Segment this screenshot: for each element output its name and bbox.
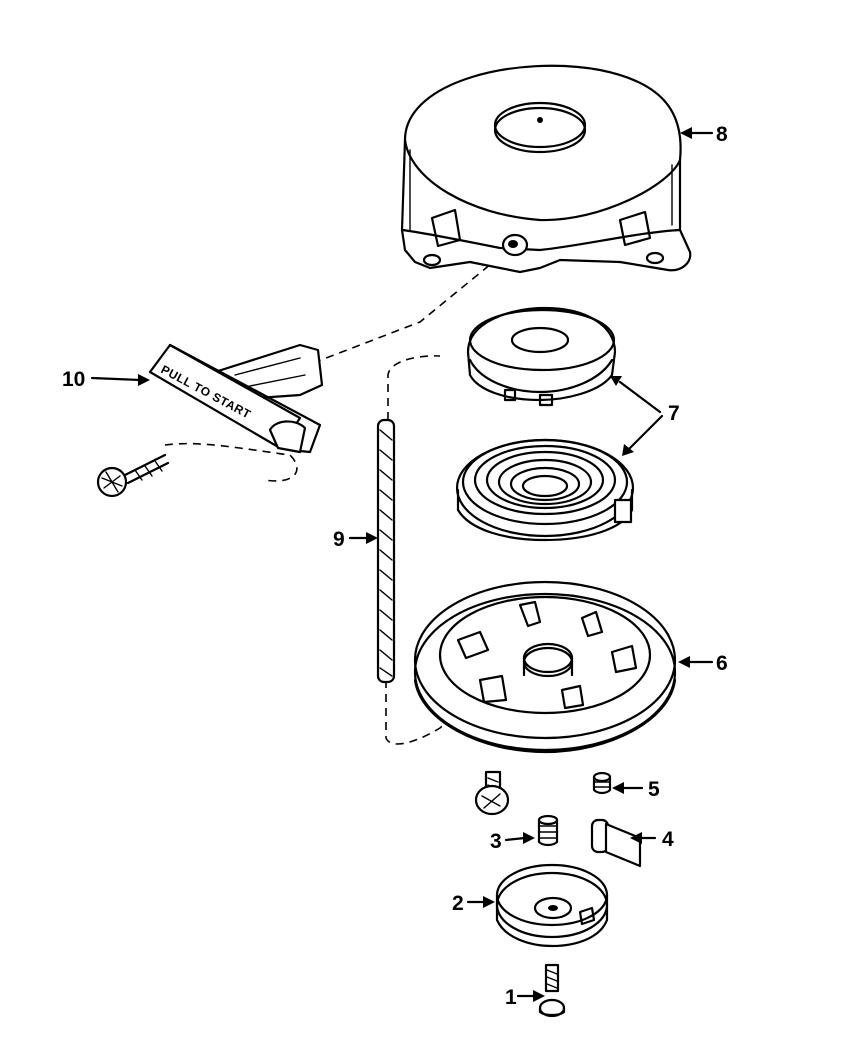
spring-retainer-part [466, 306, 617, 407]
starter-handle-part: PULL TO START [148, 343, 324, 454]
rope-route-rope-bottom [385, 680, 456, 745]
handle-rope-knot [96, 453, 170, 498]
rope-route-rope-top [387, 355, 441, 420]
callout-6: 6 [716, 652, 728, 675]
rope-route-handle-to-housing [299, 249, 509, 369]
starter-housing-part [400, 64, 692, 274]
callout-4: 4 [662, 828, 674, 851]
pawl-spring-part [592, 771, 612, 795]
callout-1: 1 [505, 986, 517, 1009]
recoil-spring-part [455, 438, 635, 542]
callout-arrows [90, 127, 714, 1002]
callout-8: 8 [716, 123, 728, 146]
callout-9: 9 [333, 528, 345, 551]
callout-10: 10 [62, 368, 85, 391]
callout-labels: 8 10 7 9 6 5 4 3 2 1 [62, 123, 728, 1009]
retainer-cup-part [495, 863, 609, 948]
pawl-part [590, 818, 642, 868]
rope-pulley-part [413, 580, 677, 754]
rope-route-handle-knot [164, 442, 298, 482]
callout-7: 7 [668, 402, 680, 425]
callout-5: 5 [648, 778, 660, 801]
callout-2: 2 [452, 892, 464, 915]
starter-rope-part [376, 418, 396, 684]
shoulder-screw-part [538, 963, 566, 1018]
pawl-screw-part [474, 770, 510, 816]
compression-spring-part [537, 814, 559, 847]
callout-3: 3 [490, 830, 502, 853]
